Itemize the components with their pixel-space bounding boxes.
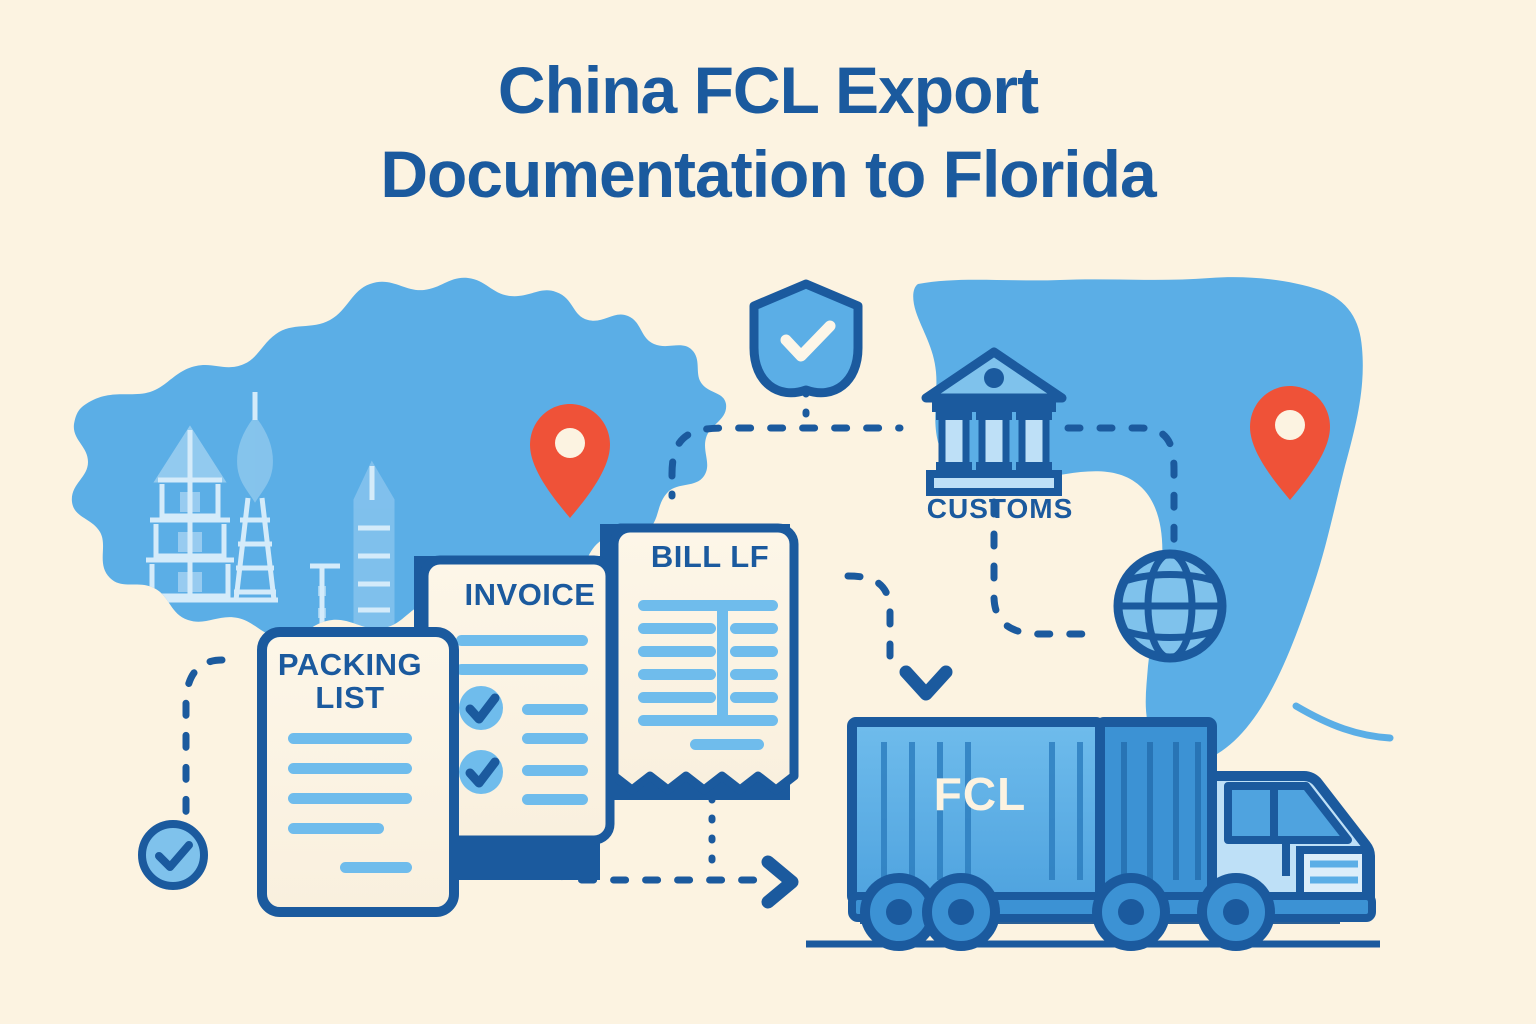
check-circle-icon — [138, 820, 208, 890]
china-map — [71, 277, 727, 638]
invoice-checkmarks — [459, 686, 503, 794]
packing-list-lines — [288, 733, 412, 873]
flow-customs-down — [990, 466, 1102, 638]
flow-verified-branch — [182, 656, 226, 816]
truck-wheels — [860, 873, 1275, 951]
pagoda-icon — [146, 425, 234, 603]
china-landmarks — [146, 392, 395, 635]
florida-keys — [1292, 702, 1394, 742]
tv-tower-icon — [232, 392, 278, 603]
bill-lines — [638, 600, 778, 750]
arrow-down-icon — [899, 665, 953, 701]
florida-location-pin-icon — [1250, 386, 1330, 500]
flow-to-customs-left — [668, 424, 904, 478]
arrow-right-icon — [761, 855, 799, 909]
document-card-invoice[interactable] — [414, 555, 615, 880]
customs-building-icon — [921, 347, 1067, 496]
invoice-lines — [456, 635, 588, 805]
document-card-packing-list[interactable] — [257, 627, 459, 917]
flow-docs-to-truck — [844, 572, 894, 676]
container-truck-icon[interactable] — [806, 717, 1380, 951]
florida-map — [913, 277, 1394, 763]
china-location-pin-icon — [530, 404, 610, 518]
shield-check-icon — [749, 279, 863, 398]
globe-icon — [1113, 549, 1227, 663]
document-card-bill-of-lading[interactable] — [600, 523, 799, 800]
flow-customs-to-globe — [1064, 424, 1178, 544]
